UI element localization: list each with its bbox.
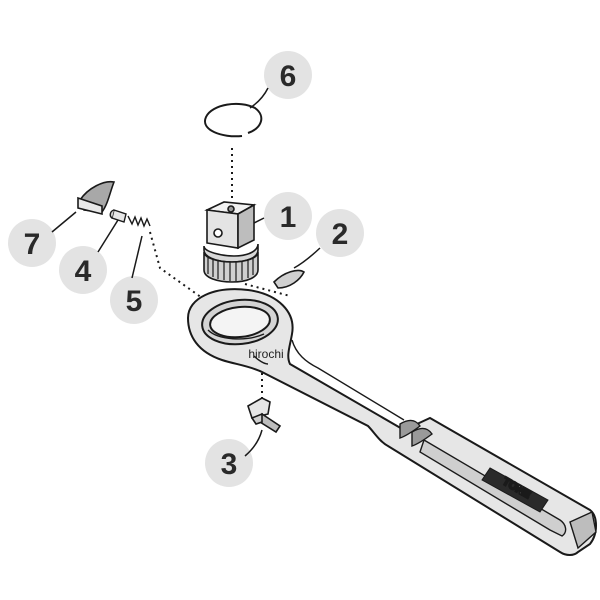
callout-4: 4: [59, 246, 107, 294]
switch-lever-part-3: [247, 397, 282, 434]
callout-4-label: 4: [75, 255, 92, 288]
watermark-label: hirochi: [248, 347, 283, 361]
spring-part-5: [127, 215, 151, 228]
callout-5-label: 5: [126, 285, 143, 318]
callout-3: 3: [205, 439, 253, 487]
callout-2: 2: [316, 209, 364, 257]
callout-3-label: 3: [221, 448, 238, 481]
square-drive-part-1: [203, 201, 259, 283]
callout-6-label: 6: [280, 60, 297, 93]
pawl-part-2: [272, 269, 306, 289]
callout-1-label: 1: [280, 201, 297, 234]
callout-6: 6: [264, 51, 312, 99]
callout-7-label: 7: [24, 228, 41, 261]
callout-2-label: 2: [332, 218, 349, 251]
plunger-part-4: [109, 209, 127, 223]
callout-7: 7: [8, 219, 56, 267]
lever-knob-part-7: [77, 180, 116, 216]
retaining-ring-part-6: [204, 102, 263, 138]
callout-1: 1: [264, 192, 312, 240]
callout-5: 5: [110, 276, 158, 324]
ratchet-wrench-body: TONE: [186, 288, 597, 556]
